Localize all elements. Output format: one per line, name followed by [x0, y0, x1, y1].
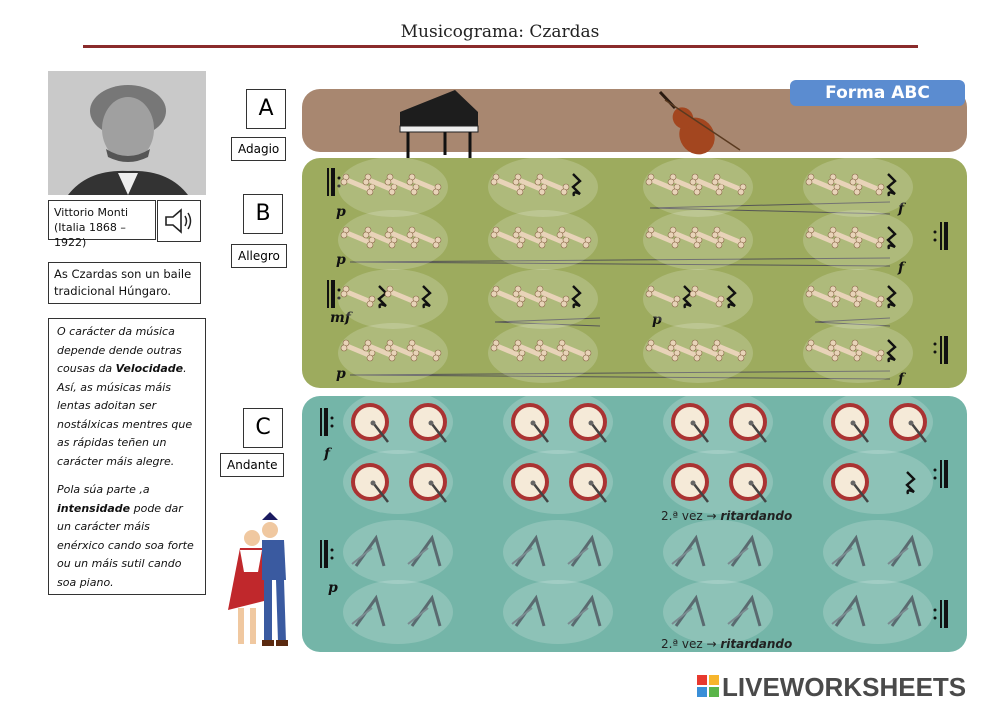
dynamic-p: p	[336, 252, 346, 268]
violin-icon	[658, 90, 741, 155]
page-title: Musicograma: Czardas	[400, 22, 600, 42]
dynamic-f: f	[897, 201, 907, 217]
desc-text: . Así, as músicas máis lentas adoitan se…	[57, 362, 193, 468]
dancers-icon	[228, 512, 288, 646]
desc-keyword-velocidade: Velocidade	[115, 362, 184, 375]
description-box: O carácter da música depende dende outra…	[48, 318, 206, 595]
desc-keyword-intensidade: intensidade	[57, 501, 131, 515]
dynamic-p: p	[652, 312, 662, 328]
measure-highlight	[343, 520, 453, 584]
section-b-score	[327, 168, 948, 380]
drum-icon	[671, 403, 710, 444]
dynamic-mf: mf	[330, 310, 354, 326]
portrait-image	[48, 71, 206, 195]
ritardando-note-2: 2.ª vez → ritardando	[661, 637, 792, 651]
composer-origin: (Italia 1868 – 1922)	[54, 221, 126, 249]
dynamic-f: f	[323, 446, 333, 462]
section-c-score	[320, 408, 948, 628]
dynamic-f: f	[897, 371, 907, 387]
drum-icons	[343, 390, 933, 514]
measure-highlight	[663, 580, 773, 644]
drum-icon	[351, 403, 390, 444]
dynamic-f: f	[897, 260, 907, 276]
measure-highlight	[503, 580, 613, 644]
drum-icon	[889, 403, 928, 444]
description-paragraph-1: O carácter da música depende dende outra…	[57, 323, 199, 471]
drum-icon	[831, 463, 870, 504]
ritardando-note-1: 2.ª vez → ritardando	[661, 509, 792, 523]
drum-icon	[729, 463, 768, 504]
rit-word: ritardando	[720, 637, 792, 651]
description-paragraph-2: Pola súa parte ,a intensidade pode dar u…	[57, 481, 199, 592]
measure-highlight	[343, 580, 453, 644]
dynamic-p: p	[328, 580, 338, 596]
drum-icon	[511, 403, 550, 444]
composer-portrait	[48, 71, 206, 195]
desc-text: pode dar un carácter máis enérxico cando…	[57, 501, 194, 589]
drum-icon	[409, 463, 448, 504]
drum-icon	[729, 403, 768, 444]
dynamic-p: p	[336, 204, 346, 220]
measure-highlight	[823, 520, 933, 584]
drum-icon	[671, 463, 710, 504]
forma-badge: Forma ABC	[790, 80, 965, 106]
piano-icon	[399, 90, 479, 158]
speaker-icon	[165, 208, 192, 234]
measure-highlight	[643, 269, 753, 329]
section-letter-a: A	[246, 89, 286, 129]
drum-icon	[569, 463, 608, 504]
measure-highlight	[823, 580, 933, 644]
drum-icon	[831, 403, 870, 444]
brand-wordmark[interactable]: LIVEWORKSHEETS	[722, 672, 967, 702]
intro-text: As Czardas son un baile tradicional Húng…	[48, 262, 201, 304]
desc-text: O carácter da música depende dende outra…	[57, 325, 182, 375]
bone-icons	[338, 157, 913, 383]
desc-text: Pola súa parte ,a	[57, 483, 150, 496]
dynamic-p: p	[336, 366, 346, 382]
audio-play-button[interactable]	[157, 200, 201, 242]
rit-prefix: 2.ª vez →	[661, 637, 720, 651]
composer-info: Vittorio Monti (Italia 1868 – 1922)	[48, 200, 156, 249]
triangle-icons	[343, 520, 933, 644]
measure-highlight	[338, 269, 448, 329]
tempo-label-c: Andante	[220, 453, 285, 477]
brand-logo-icon	[697, 675, 719, 697]
drum-icon	[511, 463, 550, 504]
composer-name: Vittorio Monti	[54, 206, 129, 219]
tempo-label-a: Adagio	[231, 137, 287, 161]
rit-prefix: 2.ª vez →	[661, 509, 720, 523]
title-rule	[83, 45, 918, 48]
drum-icon	[351, 463, 390, 504]
drum-icon	[569, 403, 608, 444]
measure-highlight	[663, 520, 773, 584]
section-letter-c: C	[243, 408, 283, 448]
rit-word: ritardando	[720, 509, 792, 523]
drum-icon	[409, 403, 448, 444]
section-letter-b: B	[243, 194, 283, 234]
tempo-label-b: Allegro	[231, 244, 287, 268]
measure-highlight	[503, 520, 613, 584]
